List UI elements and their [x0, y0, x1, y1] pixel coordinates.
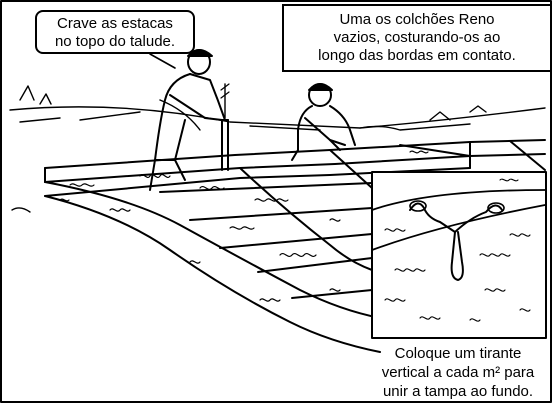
wire-tie-detail-inset — [371, 171, 547, 339]
callout-vertical-tie: Coloque um tirante vertical a cada m² pa… — [364, 342, 552, 403]
callout-tie-line-3: unir a tampa ao fundo. — [382, 383, 534, 400]
callout-join-line-1: Uma os colchões Reno — [339, 11, 495, 28]
callout-join-line-2: vazios, costurando-os ao — [333, 29, 501, 46]
worker-right-figure — [291, 83, 356, 161]
callout-pointer — [149, 53, 176, 69]
worker-left-figure — [149, 49, 226, 191]
stone-fill-scribbles — [59, 150, 429, 302]
callout-tie-line-2: vertical a cada m² para — [381, 364, 535, 381]
callout-stakes: Crave as estacas no topo do talude. — [35, 10, 195, 54]
callout-tie-line-1: Coloque um tirante — [394, 345, 522, 362]
callout-join-line-3: longo das bordas em contato. — [318, 47, 516, 64]
stake-icon — [220, 83, 230, 171]
callout-stakes-line-1: Crave as estacas — [57, 15, 173, 32]
callout-stakes-line-2: no topo do talude. — [54, 33, 176, 50]
callout-join-mattresses: Uma os colchões Reno vazios, costurando-… — [282, 4, 550, 72]
inset-mesh-scribbles — [384, 178, 531, 322]
background-sketch — [9, 85, 546, 213]
